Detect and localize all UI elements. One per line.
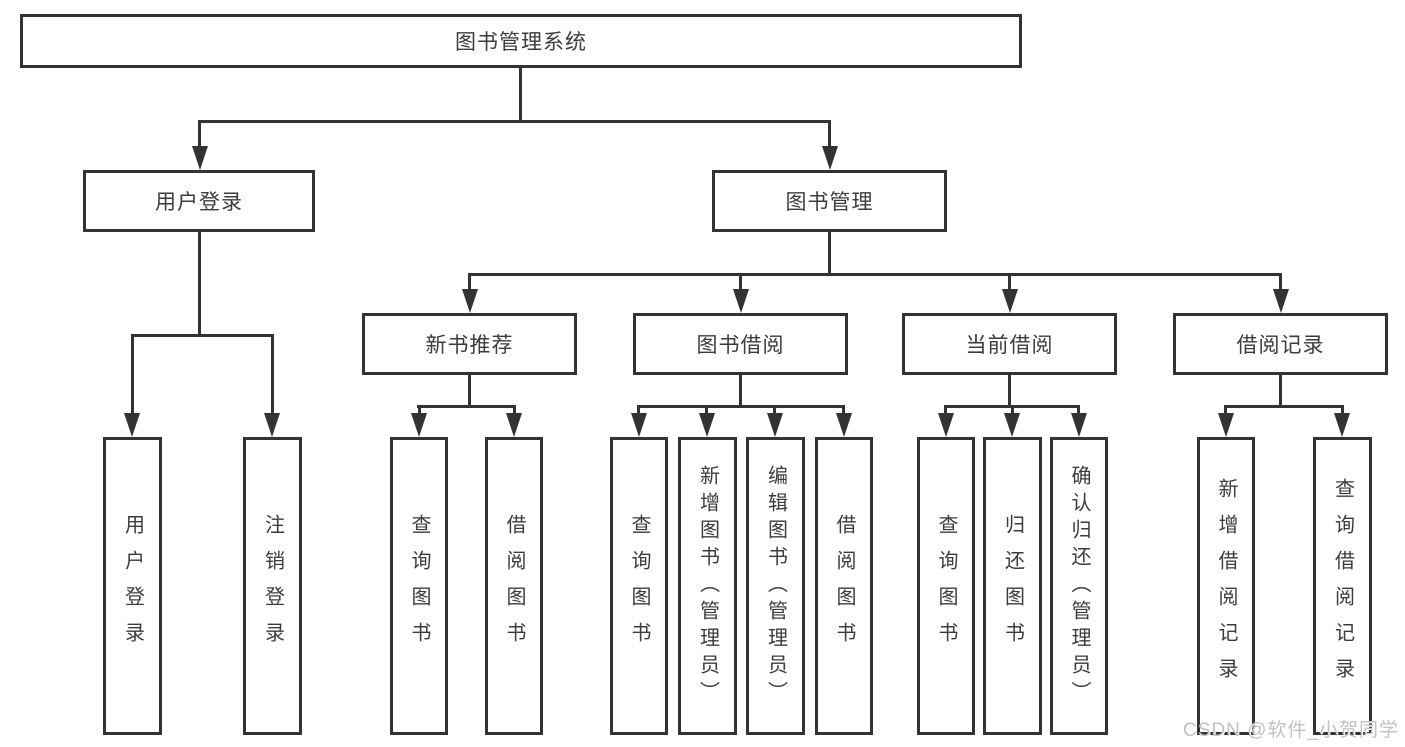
arrow-down-icon <box>836 413 852 437</box>
connector-stem <box>842 405 845 415</box>
connector-stem-book-borrowing <box>739 273 742 293</box>
connector-book-management-stem <box>828 232 831 275</box>
connector-stem <box>1011 405 1014 415</box>
node-label: 图书借阅 <box>696 334 785 357</box>
arrow-down-icon <box>733 289 749 313</box>
connector-stem-user-login <box>198 120 201 148</box>
connector-root-stem <box>519 68 522 122</box>
connector-stem <box>637 405 640 415</box>
connector-stem <box>418 405 421 415</box>
arrow-down-icon <box>411 413 427 437</box>
connector-stem-new-book <box>468 273 471 293</box>
connector-current-borrowing-stem <box>1008 375 1011 407</box>
connector-user-login-split <box>131 334 274 337</box>
leaf-borrow-books-recommend: 借阅图书 <box>485 437 543 735</box>
connector-new-book-stem <box>468 375 471 407</box>
node-library-management-system: 图书管理系统 <box>20 14 1022 68</box>
leaf-label: 编辑图书（管理员） <box>764 464 787 708</box>
leaf-edit-books-admin: 编辑图书（管理员） <box>746 437 805 735</box>
arrow-down-icon <box>462 289 478 313</box>
node-label: 借阅记录 <box>1236 334 1325 357</box>
connector-stem <box>1224 405 1227 415</box>
connector-stem <box>944 405 947 415</box>
connector-root-split <box>199 120 831 123</box>
leaf-query-borrow-record: 查询借阅记录 <box>1313 437 1372 735</box>
leaf-query-books-recommend: 查询图书 <box>390 437 448 735</box>
arrow-down-icon <box>938 413 954 437</box>
leaf-label: 查询图书 <box>408 514 430 658</box>
leaf-confirm-return-admin: 确认归还（管理员） <box>1050 437 1108 735</box>
arrow-down-icon <box>699 413 715 437</box>
arrow-down-icon <box>1334 413 1350 437</box>
leaf-query-books-current: 查询图书 <box>917 437 975 735</box>
node-label: 图书管理系统 <box>455 31 587 54</box>
leaf-logout: 注销登录 <box>243 437 302 735</box>
leaf-label: 用户登录 <box>121 514 144 658</box>
node-label: 当前借阅 <box>965 334 1054 357</box>
leaf-return-books: 归还图书 <box>983 437 1042 735</box>
connector-book-management-split <box>468 273 1281 276</box>
node-book-borrowing: 图书借阅 <box>633 313 848 375</box>
connector-new-book-split <box>417 405 516 408</box>
leaf-user-login: 用户登录 <box>103 437 162 735</box>
leaf-label: 借阅图书 <box>833 514 855 658</box>
connector-stem <box>773 405 776 415</box>
arrow-down-icon <box>631 413 647 437</box>
connector-stem <box>705 405 708 415</box>
leaf-add-borrow-record: 新增借阅记录 <box>1197 437 1255 735</box>
connector-borrowing-records-stem <box>1279 375 1282 407</box>
leaf-label: 注销登录 <box>261 514 284 658</box>
arrow-down-icon <box>1004 413 1020 437</box>
connector-stem-book-management <box>828 120 831 148</box>
arrow-down-icon <box>767 413 783 437</box>
leaf-label: 借阅图书 <box>503 514 525 658</box>
leaf-add-books-admin: 新增图书（管理员） <box>678 437 737 735</box>
connector-stem <box>1077 405 1080 415</box>
arrow-down-icon <box>822 146 838 170</box>
arrow-down-icon <box>1071 413 1087 437</box>
arrow-down-icon <box>1218 413 1234 437</box>
arrow-down-icon <box>506 413 522 437</box>
arrow-down-icon <box>1002 289 1018 313</box>
arrow-down-icon <box>1273 289 1289 313</box>
csdn-watermark: CSDN @软件_小贺同学 <box>1183 720 1399 741</box>
leaf-borrow-books-borrowing: 借阅图书 <box>815 437 873 735</box>
connector-stem <box>1341 405 1344 415</box>
leaf-label: 确认归还（管理员） <box>1068 464 1090 708</box>
arrow-down-icon <box>124 413 140 437</box>
arrow-down-icon <box>192 146 208 170</box>
connector-stem-leaf-login <box>131 334 134 413</box>
node-label: 用户登录 <box>155 191 243 214</box>
connector-stem-leaf-logout <box>271 334 274 413</box>
leaf-label: 查询图书 <box>628 514 650 658</box>
connector-stem <box>513 405 516 415</box>
node-user-login: 用户登录 <box>83 170 315 232</box>
arrow-down-icon <box>264 413 280 437</box>
connector-stem-current-borrowing <box>1008 273 1011 293</box>
node-label: 图书管理 <box>785 191 874 214</box>
node-label: 新书推荐 <box>425 334 514 357</box>
connector-stem-borrowing-records <box>1279 273 1282 293</box>
node-current-borrowing: 当前借阅 <box>902 313 1117 375</box>
leaf-query-books-borrowing: 查询图书 <box>610 437 668 735</box>
connector-user-login-stem <box>198 232 201 336</box>
node-book-management: 图书管理 <box>712 170 947 232</box>
connector-book-borrowing-stem <box>739 375 742 407</box>
connector-book-borrowing-split <box>637 405 844 408</box>
leaf-label: 新增图书（管理员） <box>696 464 719 708</box>
leaf-label: 查询图书 <box>935 514 957 658</box>
node-new-book-recommendation: 新书推荐 <box>362 313 577 375</box>
leaf-label: 新增借阅记录 <box>1215 478 1237 694</box>
leaf-label: 查询借阅记录 <box>1331 478 1354 694</box>
leaf-label: 归还图书 <box>1001 514 1024 658</box>
node-borrowing-records: 借阅记录 <box>1173 313 1388 375</box>
connector-borrowing-records-split <box>1224 405 1344 408</box>
